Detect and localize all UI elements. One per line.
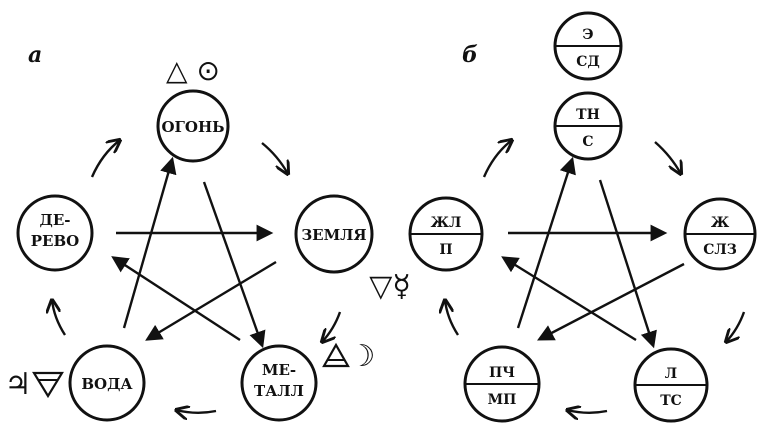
earth-symbols-icon: ▽☿ [369,269,410,304]
panel-b-star-arrows [501,156,685,349]
panel-a-cycle-arrows [52,140,342,413]
node-b-earth-lower: СЛЗ [703,242,737,258]
svg-text:☽: ☽ [349,339,376,374]
metal-symbols-icon: ☽ [322,339,376,374]
node-water: ВОДА [68,344,146,422]
node-metal-label-1: МЕ- [262,361,296,379]
arrow-fire-to-metal [202,181,266,349]
arrow-earth-to-water-b [537,262,685,341]
node-b-wood-lower: П [439,242,452,258]
panel-a-letter: а [28,42,42,68]
arrow-metal-to-water [176,410,217,413]
arrow-metal-to-wood [111,256,241,342]
node-b-fire-lower: С [582,134,593,150]
node-earth: ЗЕМЛЯ [294,194,374,274]
panel-b: б Э СД ТН С [408,11,757,423]
arrow-wood-to-fire-b [482,140,512,178]
arrow-water-to-wood [52,300,67,336]
node-b-water-lower: МП [488,392,517,408]
node-fire-label: ОГОНЬ [161,118,224,136]
node-wood: ДЕ- РЕВО [16,194,94,272]
node-b-water: ПЧ МП [463,345,541,423]
arrow-wood-to-fire [90,140,120,178]
node-metal: МЕ- ТАЛЛ [240,344,318,422]
node-fire: ОГОНЬ [156,89,230,163]
panel-a-star-arrows [111,156,277,349]
node-water-label: ВОДА [81,375,133,393]
panel-b-letter: б [462,42,478,68]
panel-a: а ОГОНЬ ЗЕМЛЯ МЕ- ТАЛЛ [5,42,411,422]
water-symbols-icon: ♃ [5,367,64,402]
node-wood-label-1: ДЕ- [40,211,71,229]
node-earth-label: ЗЕМЛЯ [301,226,366,244]
node-b-metal-upper: Л [665,366,677,382]
arrow-water-to-fire-b [516,156,576,329]
node-b-earth: Ж СЛЗ [683,197,757,271]
arrow-earth-to-metal-b [726,311,746,342]
node-b-metal: Л ТС [633,347,709,423]
node-b-fire: ТН С [553,91,623,161]
node-b-wood: ЖЛ П [408,196,484,272]
panel-b-cycle-arrows [445,140,746,413]
arrow-earth-to-metal [322,311,342,342]
node-wood-label-2: РЕВО [31,232,79,250]
node-b-top-extra: Э СД [553,11,623,81]
arrow-water-to-wood-b [445,300,460,336]
arrow-metal-to-wood-b [501,256,637,342]
svg-text:♃: ♃ [5,367,32,402]
node-b-top-extra-lower: СД [576,54,600,70]
node-b-metal-lower: ТС [660,393,682,409]
arrow-fire-to-earth [261,142,288,174]
node-b-earth-upper: Ж [711,215,730,231]
node-b-top-extra-upper: Э [582,27,593,43]
node-metal-label-2: ТАЛЛ [254,382,304,400]
arrow-fire-to-earth-b [654,141,681,174]
fire-symbols-icon: △ ⊙ [166,54,220,87]
node-b-wood-upper: ЖЛ [431,215,462,231]
node-b-water-upper: ПЧ [489,365,515,381]
node-b-fire-upper: ТН [576,107,600,123]
arrow-water-to-fire [122,156,177,329]
arrow-fire-to-metal-b [598,179,657,349]
arrow-metal-to-water-b [567,410,608,413]
arrow-earth-to-water [145,260,277,341]
